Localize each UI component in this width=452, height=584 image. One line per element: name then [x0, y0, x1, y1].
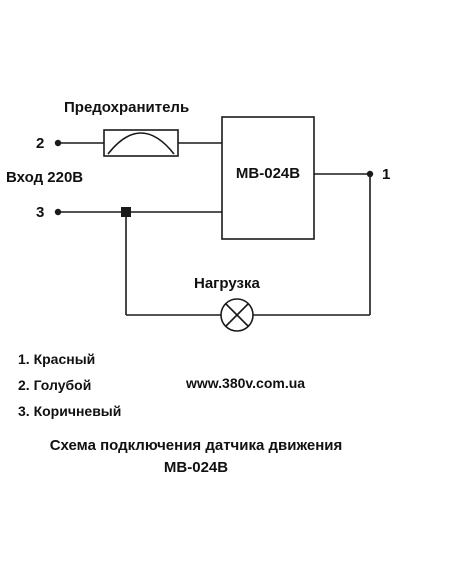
terminal-1-label: 1 — [382, 166, 390, 183]
device-box — [221, 116, 315, 240]
input-label: Вход 220В — [6, 169, 83, 186]
terminal-3-label: 3 — [36, 204, 44, 221]
fuse-symbol — [103, 129, 179, 157]
fuse-element — [107, 132, 175, 155]
terminal-2-label: 2 — [36, 135, 44, 152]
website-label: www.380v.com.ua — [185, 375, 305, 391]
caption-line-1: Схема подключения датчика движения — [50, 437, 343, 454]
legend-item-2: 2. Голубой — [18, 377, 91, 393]
fuse-label: Предохранитель — [64, 99, 189, 116]
legend-item-1: 1. Красный — [18, 351, 95, 367]
legend-item-3: 3. Коричневый — [18, 403, 121, 419]
device-label: MB-024B — [236, 165, 300, 182]
load-label: Нагрузка — [194, 275, 260, 292]
lamp-cross-b — [225, 303, 249, 327]
caption-line-2: MB-024B — [164, 459, 228, 476]
